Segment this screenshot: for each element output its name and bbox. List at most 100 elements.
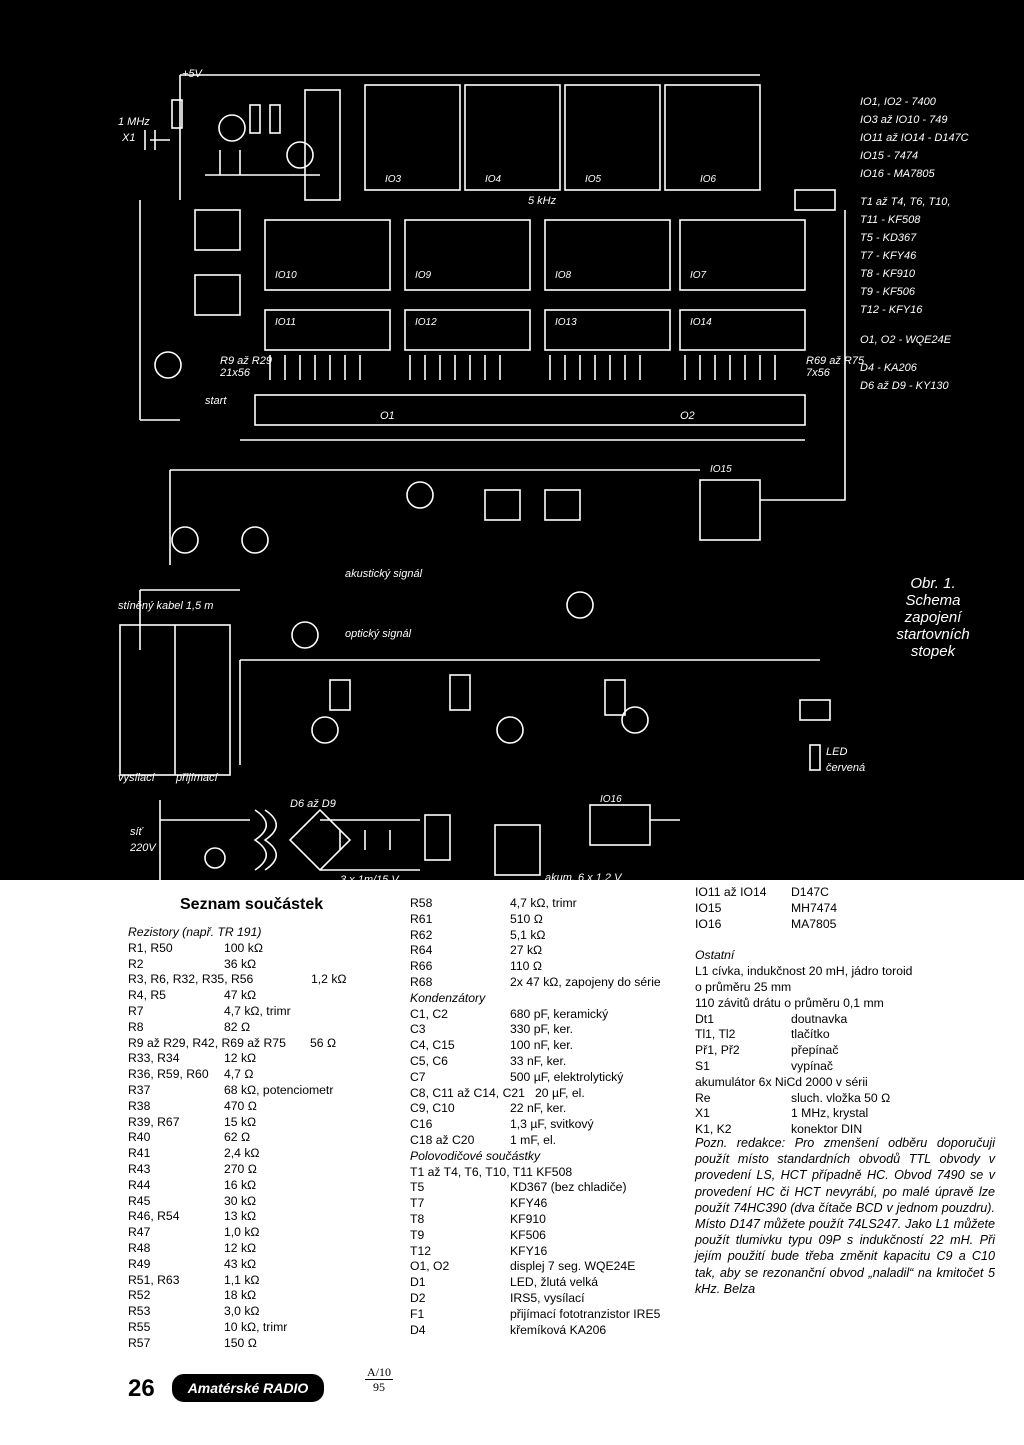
parts-row: [695, 933, 1005, 949]
part-value: IRS5, vysílací: [510, 1290, 585, 1305]
supply-label: +5V: [182, 68, 202, 80]
part-ref: R36, R59, R60: [128, 1067, 209, 1082]
optical-label: optický signál: [345, 628, 412, 640]
parts-row: R2 36 kΩ: [128, 957, 398, 973]
ic-label-io5: IO5: [585, 174, 602, 185]
part-ref: R7: [128, 1003, 144, 1018]
part-value: MA7805: [791, 916, 837, 931]
ic-label-io3: IO3: [385, 174, 402, 185]
part-ref: C9, C10: [410, 1101, 455, 1116]
part-value: 100 nF, ker.: [510, 1038, 574, 1053]
parts-row: D5 LED, červená: [695, 822, 1005, 838]
legend-line: T5 - KD367: [860, 232, 917, 244]
resistor-array-label-2: R69 až R75 7x56: [806, 355, 865, 379]
part-value: 330 pF, ker.: [510, 1022, 574, 1037]
part-ref: D5: [695, 822, 711, 836]
part-value: KF910: [510, 1211, 546, 1226]
part-ref: R53: [128, 1304, 151, 1319]
part-value: vypínač: [791, 1058, 834, 1073]
part-value: 270 Ω: [224, 1161, 257, 1176]
part-ref: R2: [128, 956, 144, 971]
part-ref: D1: [410, 1275, 426, 1290]
part-value: tlačítko: [791, 1027, 830, 1042]
part-ref: C5, C6: [410, 1053, 448, 1068]
part-ref: R68: [410, 974, 433, 989]
issue-number: A/10 95: [365, 1365, 393, 1394]
part-ref: O1, O2: [410, 1259, 450, 1274]
part-value: 18 kΩ: [224, 1288, 257, 1303]
part-value: 4,7 kΩ, trimr: [224, 1003, 291, 1018]
receive-label: přijímací: [176, 772, 218, 784]
schematic-drawing: IO3 IO4 IO5 IO6 IO7 IO8 IO9 IO10 IO11 IO…: [119, 74, 846, 880]
legend-line: IO1, IO2 - 7400: [860, 96, 936, 108]
part-value: 5,1 kΩ: [510, 927, 546, 942]
parts-row: R53 3,0 kΩ: [128, 1304, 398, 1320]
part-ref: R57: [128, 1335, 151, 1350]
xtal-label: 1 MHz: [118, 116, 150, 128]
part-ref: C8, C11 až C14, C21: [410, 1085, 525, 1100]
part-value: 22 nF, ker.: [510, 1101, 567, 1116]
part-ref: 110 závitů drátu o průměru 0,1 mm: [695, 995, 884, 1010]
led-label: LED: [826, 746, 848, 758]
part-value: 13 kΩ: [224, 1209, 257, 1224]
part-value: 12 kΩ: [224, 1240, 257, 1255]
parts-row: Rezistory (např. TR 191): [128, 925, 398, 941]
ic-label-io16: IO16: [600, 794, 622, 805]
parts-row: C9, C10 22 nF, ker.: [410, 1101, 685, 1117]
xtal-ref-label: X1: [122, 132, 136, 144]
part-value: LED, žlutá velká: [510, 1275, 599, 1290]
part-value: 36 kΩ: [224, 956, 257, 971]
ic-label-io4: IO4: [485, 174, 502, 185]
legend-line: T7 - KFY46: [860, 250, 917, 262]
part-ref: R1, R50: [128, 940, 173, 955]
part-value: LED, červená: [791, 822, 865, 836]
part-value: 4,7 kΩ, trimr: [510, 896, 577, 910]
part-ref: R49: [128, 1256, 151, 1271]
transmit-label: vysílací: [118, 772, 155, 784]
part-ref: IO15: [695, 900, 722, 915]
part-ref: R44: [128, 1177, 151, 1192]
part-value: křemíková KA206: [510, 1322, 607, 1337]
legend-line: IO11 až IO14 - D147C: [860, 132, 969, 144]
mains-voltage-label: 220V: [130, 842, 156, 854]
part-value: KY130/80, křemíková: [791, 837, 908, 852]
ic-label-io12: IO12: [415, 317, 437, 328]
diodes-label: D6 až D9: [290, 798, 336, 810]
part-value: 3,0 kΩ: [224, 1304, 260, 1319]
ic-label-io10: IO10: [275, 270, 297, 281]
caption-line: zapojení: [904, 609, 962, 626]
part-ref: R46, R54: [128, 1209, 180, 1224]
circuit-schematic: IO3 IO4 IO5 IO6 IO7 IO8 IO9 IO10 IO11 IO…: [0, 0, 1024, 880]
part-ref: R58: [410, 896, 433, 910]
part-value: 30 kΩ: [224, 1193, 257, 1208]
ic-label-io13: IO13: [555, 317, 577, 328]
part-ref: R37: [128, 1082, 151, 1097]
part-ref: R40: [128, 1130, 151, 1145]
part-ref: K1, K2: [695, 1122, 732, 1137]
part-value: 2,4 kΩ: [224, 1146, 260, 1161]
part-ref: Kondenzátory: [410, 990, 486, 1005]
part-ref: o průměru 25 mm: [695, 979, 792, 994]
